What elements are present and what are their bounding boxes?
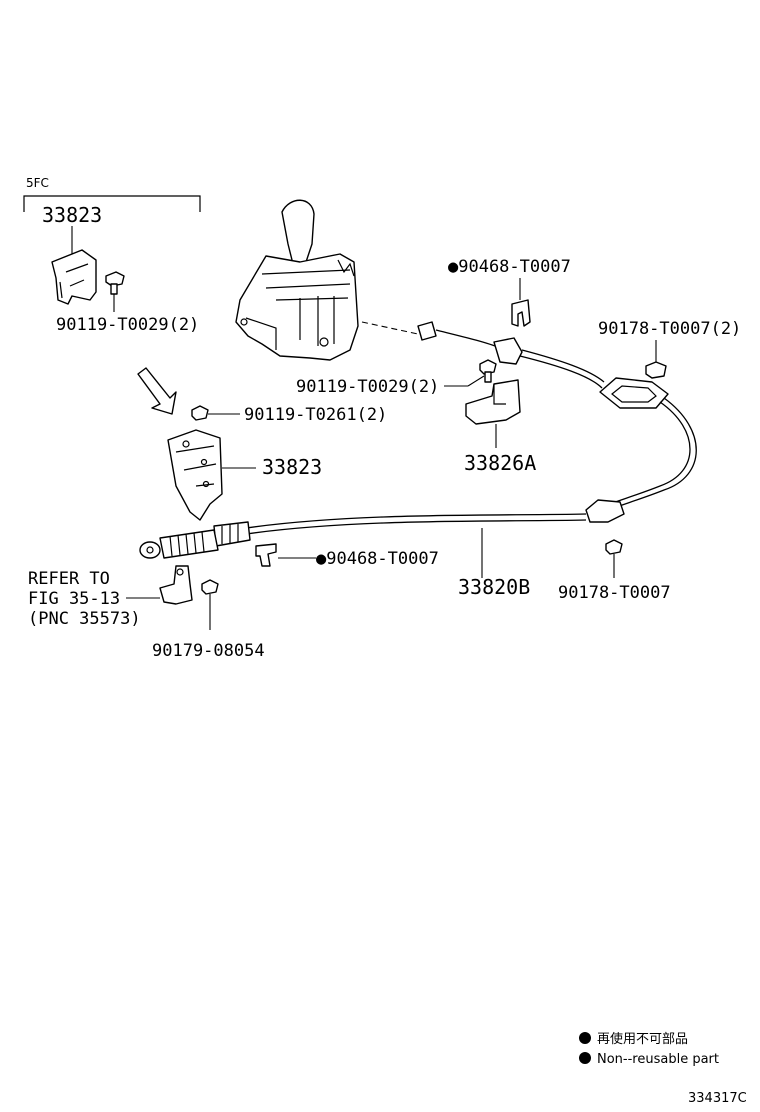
part-label-bracket-top: 33823 bbox=[42, 203, 102, 227]
part-label-nut-floor: 90178-T0007(2) bbox=[598, 319, 741, 339]
part-label-nut-lower: 90178-T0007 bbox=[558, 583, 671, 603]
part-label-clip-shifter: ●90468-T0007 bbox=[448, 257, 571, 277]
bracket-shifter-drawing bbox=[465, 379, 521, 425]
nut-clamp-icon bbox=[201, 579, 219, 595]
part-label-clip-lower: ●90468-T0007 bbox=[316, 549, 439, 569]
legend-jp-text: 再使用不可部品 bbox=[597, 1031, 688, 1047]
direction-arrow-icon bbox=[137, 367, 177, 415]
part-label-bolt-middle: 90119-T0261(2) bbox=[244, 405, 387, 425]
refer-line-2: FIG 35-13 bbox=[28, 589, 120, 609]
clip-shifter-icon bbox=[511, 299, 531, 327]
nut-floor-icon bbox=[645, 361, 667, 379]
part-label-cable-assembly: 33820B bbox=[458, 575, 530, 599]
refer-line-1: REFER TO bbox=[28, 569, 110, 589]
part-label-bracket-shifter: 33826A bbox=[464, 451, 536, 475]
part-label-bracket-middle: 33823 bbox=[262, 455, 322, 479]
clamp-drawing bbox=[159, 565, 193, 605]
legend: 再使用不可部品 Non--reusable part bbox=[579, 1031, 719, 1067]
clip-lower-icon bbox=[255, 543, 277, 567]
shift-cable-drawing bbox=[139, 321, 697, 559]
non-reusable-dot-icon bbox=[579, 1052, 591, 1064]
part-label-bolt-shifter: 90119-T0029(2) bbox=[296, 377, 439, 397]
bolt-shifter-icon bbox=[479, 359, 497, 383]
shift-lever-drawing bbox=[235, 199, 359, 361]
nut-lower-icon bbox=[605, 539, 623, 555]
bracket-middle-drawing bbox=[167, 429, 223, 521]
variant-bracket: 5FC bbox=[23, 176, 201, 212]
bolt-top-icon bbox=[105, 271, 125, 295]
refer-line-3: (PNC 35573) bbox=[28, 609, 141, 629]
legend-en-text: Non--reusable part bbox=[597, 1052, 719, 1067]
part-label-clamp-nut: 90179-08054 bbox=[152, 641, 265, 661]
part-label-bolt-top: 90119-T0029(2) bbox=[56, 315, 199, 335]
variant-label: 5FC bbox=[26, 176, 49, 190]
bracket-top-drawing bbox=[51, 249, 97, 305]
bolt-middle-icon bbox=[191, 405, 209, 421]
non-reusable-dot-icon bbox=[579, 1032, 591, 1044]
illustration-id: 334317C bbox=[688, 1091, 747, 1106]
